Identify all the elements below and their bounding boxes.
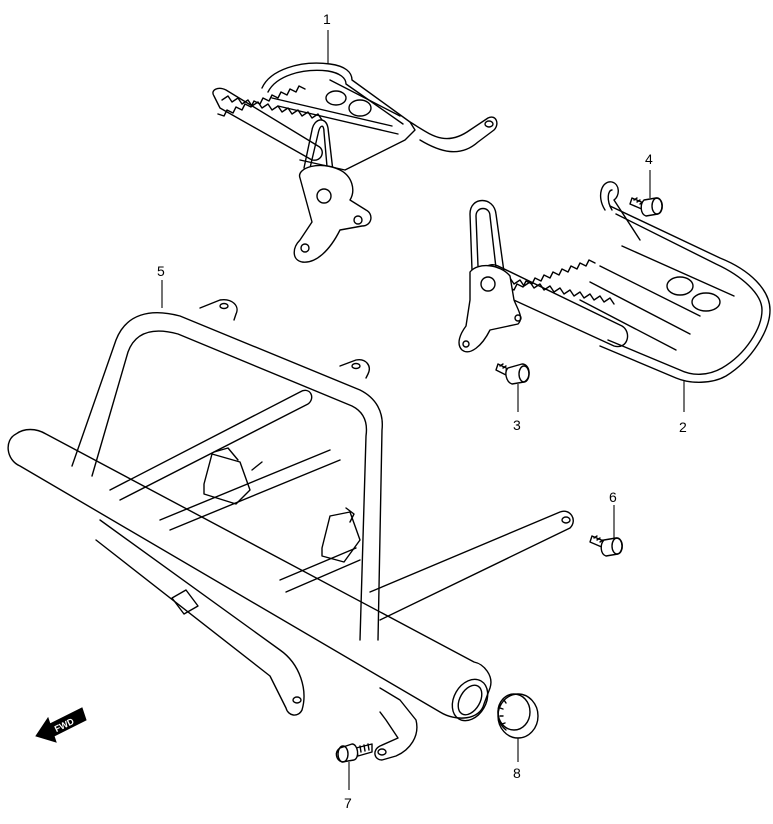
- end-cap-8-part[interactable]: [497, 693, 539, 739]
- bolt-6-part[interactable]: [589, 535, 623, 557]
- bolt-3-part[interactable]: [495, 363, 530, 385]
- callout-3: 3: [513, 417, 521, 433]
- callout-2: 2: [679, 419, 687, 435]
- callout-1: 1: [323, 11, 331, 27]
- bumper-frame-part[interactable]: [7, 299, 574, 761]
- bolt-7-part[interactable]: [335, 743, 373, 763]
- callout-6: 6: [609, 489, 617, 505]
- callout-7: 7: [344, 795, 352, 811]
- footrest-right-part[interactable]: [458, 181, 771, 383]
- callout-8: 8: [513, 765, 521, 781]
- bolt-4-part[interactable]: [629, 197, 663, 217]
- fwd-arrow-icon: FWD: [35, 707, 87, 743]
- footrest-left-part[interactable]: [212, 62, 498, 263]
- callout-5: 5: [157, 263, 165, 279]
- callout-4: 4: [645, 151, 653, 167]
